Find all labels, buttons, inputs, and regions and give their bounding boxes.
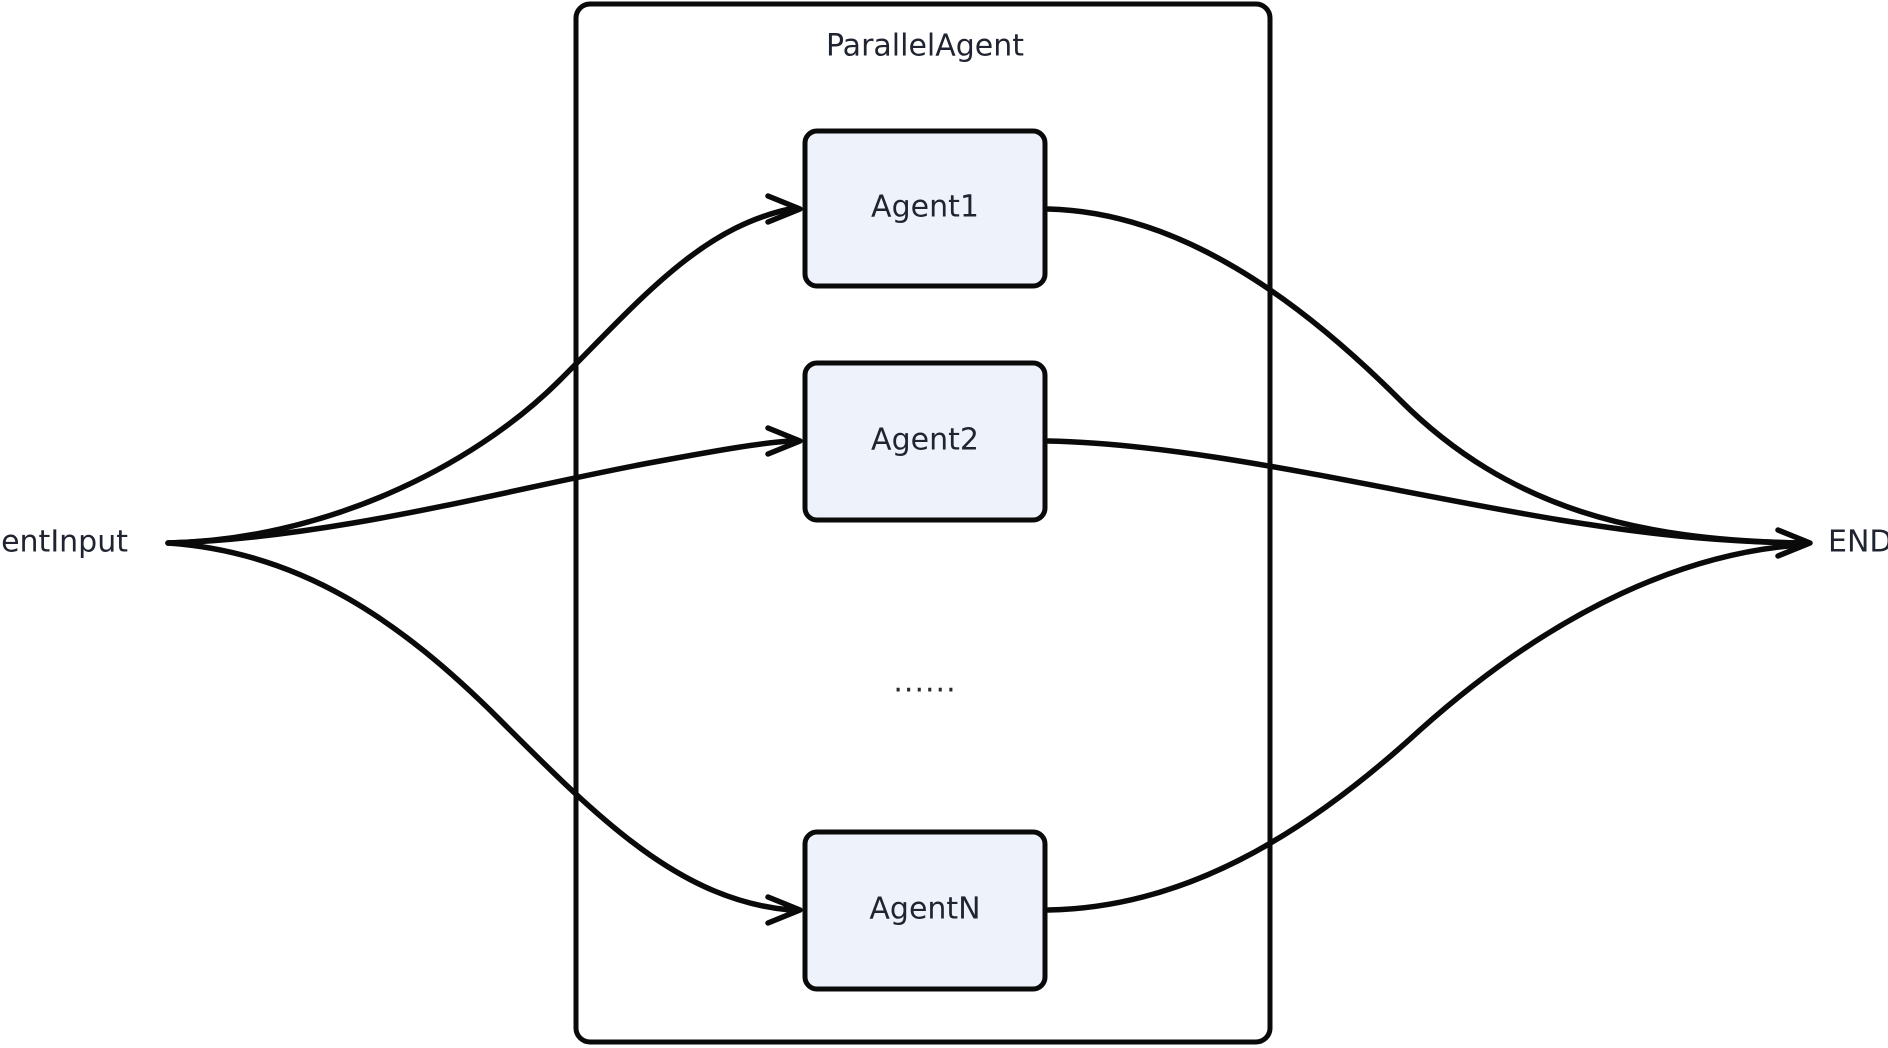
agent-input-label: AgentInput xyxy=(0,525,128,560)
edge-agent1-to-end[interactable] xyxy=(1045,206,1803,546)
edge-input-to-agent2[interactable] xyxy=(165,438,793,546)
arrowhead-agent1-in xyxy=(765,193,803,225)
edge-agentn-to-end[interactable] xyxy=(1045,542,1803,913)
arrowhead-end-in xyxy=(1775,527,1813,559)
edge-input-to-agent1[interactable] xyxy=(165,206,793,546)
arrowhead-agent2-in xyxy=(765,425,803,457)
parallel-agent-group-box[interactable] xyxy=(573,1,1273,1045)
node-agent2[interactable]: Agent2 xyxy=(802,360,1048,523)
edge-input-to-agentn[interactable] xyxy=(165,540,793,913)
node-agentn[interactable]: AgentN xyxy=(802,829,1048,992)
agents-ellipsis: ...... xyxy=(893,665,956,700)
agentn-label: AgentN xyxy=(869,892,980,927)
agent1-label: Agent1 xyxy=(871,190,979,225)
agent2-label: Agent2 xyxy=(871,423,979,458)
edge-agent2-to-end[interactable] xyxy=(1045,438,1803,546)
agent2-box[interactable] xyxy=(802,360,1048,523)
agentn-box[interactable] xyxy=(802,829,1048,992)
arrowhead-agentn-in xyxy=(765,894,803,926)
end-label: END xyxy=(1828,525,1888,560)
node-agent1[interactable]: Agent1 xyxy=(802,128,1048,289)
agent1-box[interactable] xyxy=(802,128,1048,289)
edge-group-fanout xyxy=(165,193,803,926)
parallel-agent-group-title: ParallelAgent xyxy=(826,29,1024,64)
edge-group-fanin xyxy=(1045,206,1813,913)
